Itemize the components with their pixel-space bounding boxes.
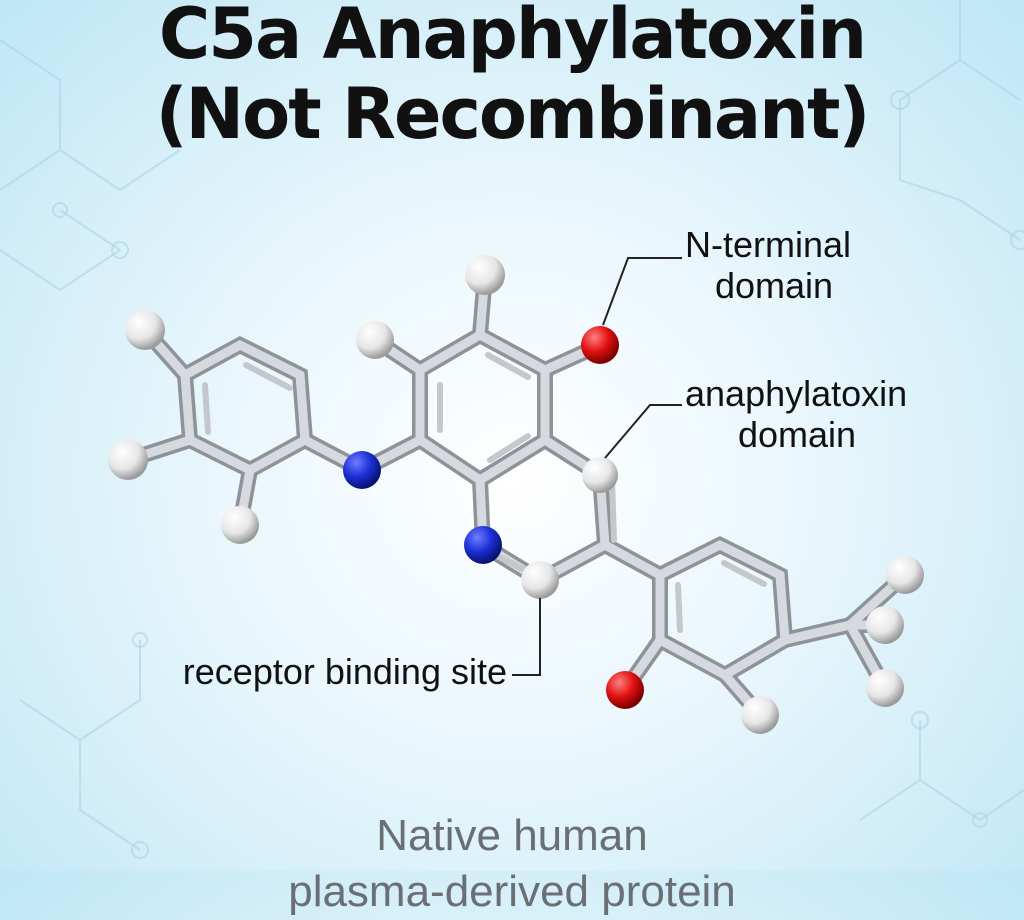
hydrogen-atom: [125, 310, 165, 350]
anaphylatoxin-label-line-1: anaphylatoxin: [685, 373, 907, 414]
hydrogen-atom: [356, 321, 394, 359]
n-terminal-label-line-1: N-terminal: [685, 224, 851, 265]
oxygen-atom: [581, 326, 619, 364]
carbon-atom: [582, 457, 618, 493]
molecule-bonds: [120, 267, 913, 723]
subtitle: Native human plasma-derived protein: [0, 808, 1024, 920]
anaphylatoxin-label-line-2: domain: [738, 414, 856, 455]
hydrogen-atom: [741, 696, 779, 734]
subtitle-line-1: Native human: [376, 811, 648, 860]
nitrogen-atom: [464, 526, 502, 564]
anaphylatoxin-leader: [604, 404, 682, 459]
oxygen-atom: [606, 671, 644, 709]
annotation-leaders: [512, 257, 682, 676]
molecule-diagram: N-terminal domain anaphylatoxin domain r…: [108, 224, 924, 734]
nitrogen-atom: [343, 451, 381, 489]
n-terminal-label-line-2: domain: [715, 265, 833, 306]
subtitle-line-2: plasma-derived protein: [288, 867, 736, 916]
molecule-atoms: [108, 255, 924, 734]
hydrogen-atom: [465, 255, 505, 295]
title-line-1: C5a Anaphylatoxin: [158, 0, 867, 75]
hydrogen-atom: [108, 440, 148, 480]
carbon-atom: [521, 561, 559, 599]
page-title: C5a Anaphylatoxin (Not Recombinant): [0, 0, 1024, 154]
hydrogen-atom: [866, 669, 904, 707]
hydrogen-atom: [886, 556, 924, 594]
receptor-binding-site-label: receptor binding site: [183, 651, 507, 692]
title-line-2: (Not Recombinant): [155, 73, 871, 155]
hydrogen-atom: [221, 506, 259, 544]
receptor-leader: [512, 598, 541, 676]
background-molecule-pattern: [0, 0, 1024, 859]
hydrogen-atom: [866, 606, 904, 644]
n-terminal-leader: [602, 257, 682, 326]
